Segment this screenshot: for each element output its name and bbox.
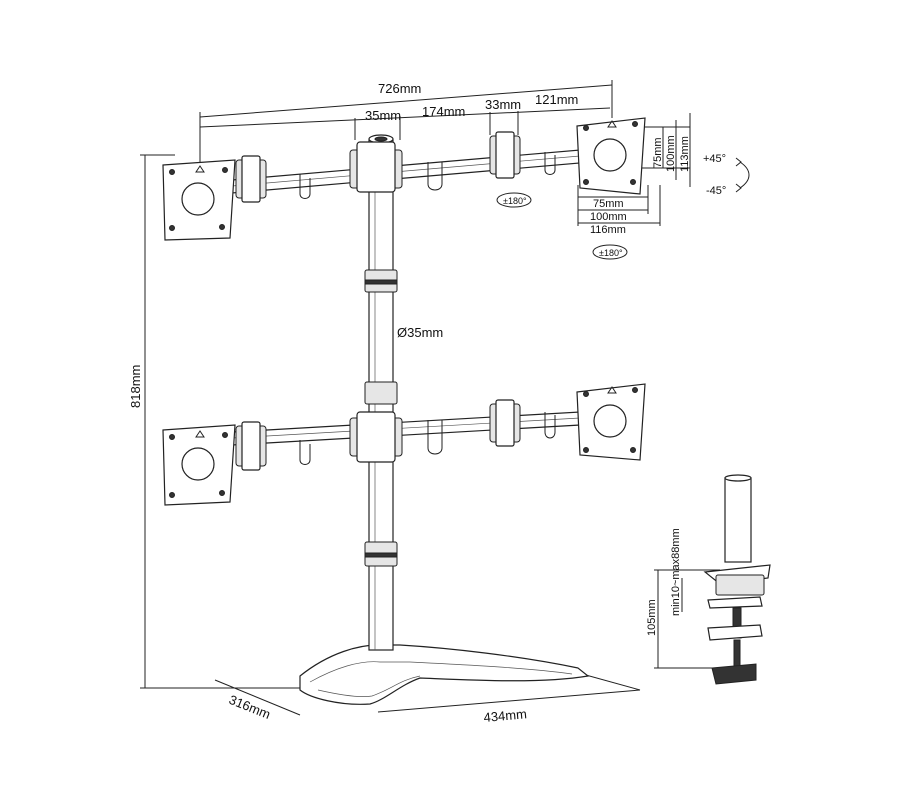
vesa-plate-top-right	[576, 117, 646, 195]
vesa-plate-bottom-left	[162, 424, 236, 506]
clamp-height-label: 105mm	[646, 599, 658, 636]
rotate-icon-plate	[592, 244, 628, 260]
dimension-lines	[140, 80, 720, 716]
arm-length-label: 174mm	[422, 104, 465, 119]
tilt-arrow-icon	[739, 161, 750, 189]
lower-arm	[231, 399, 581, 471]
upper-arm	[231, 131, 581, 203]
stand-base	[299, 644, 590, 705]
vesa-h-100-label: 100mm	[665, 135, 677, 172]
dimension-labels: 726mm 35mm 174mm 33mm 121mm 75mm 100mm 1…	[128, 81, 726, 725]
vesa-h-75-label: 75mm	[652, 137, 664, 168]
pole-to-clamp-label: 35mm	[365, 108, 401, 123]
vesa-plate-bottom-right	[576, 383, 646, 461]
plate-offset-label: 121mm	[535, 92, 578, 107]
tilt-down-label: -45°	[706, 185, 726, 197]
rotate-plate-label: ±180°	[599, 248, 623, 258]
total-width-label: 726mm	[378, 81, 421, 96]
rotate-arm-label: ±180°	[503, 196, 527, 206]
plate-h-113-label: 113mm	[679, 136, 691, 172]
pole-diameter-label: Ø35mm	[397, 325, 443, 340]
plate-w-116-label: 116mm	[590, 224, 626, 236]
vesa-plate-top-left	[162, 159, 236, 241]
base-depth-label: 316mm	[227, 692, 273, 722]
total-height-label: 818mm	[128, 365, 143, 408]
rotate-icon-arm	[496, 192, 532, 208]
tilt-up-label: +45°	[703, 153, 726, 165]
center-pole	[364, 134, 398, 651]
vesa-w-75-label: 75mm	[593, 198, 624, 210]
clamp-width-label: 33mm	[485, 97, 521, 112]
vesa-w-100-label: 100mm	[590, 211, 627, 223]
desk-thickness-label: min10~max88mm	[670, 528, 682, 616]
base-width-label: 434mm	[483, 706, 528, 725]
desk-clamp-inset	[703, 474, 771, 685]
